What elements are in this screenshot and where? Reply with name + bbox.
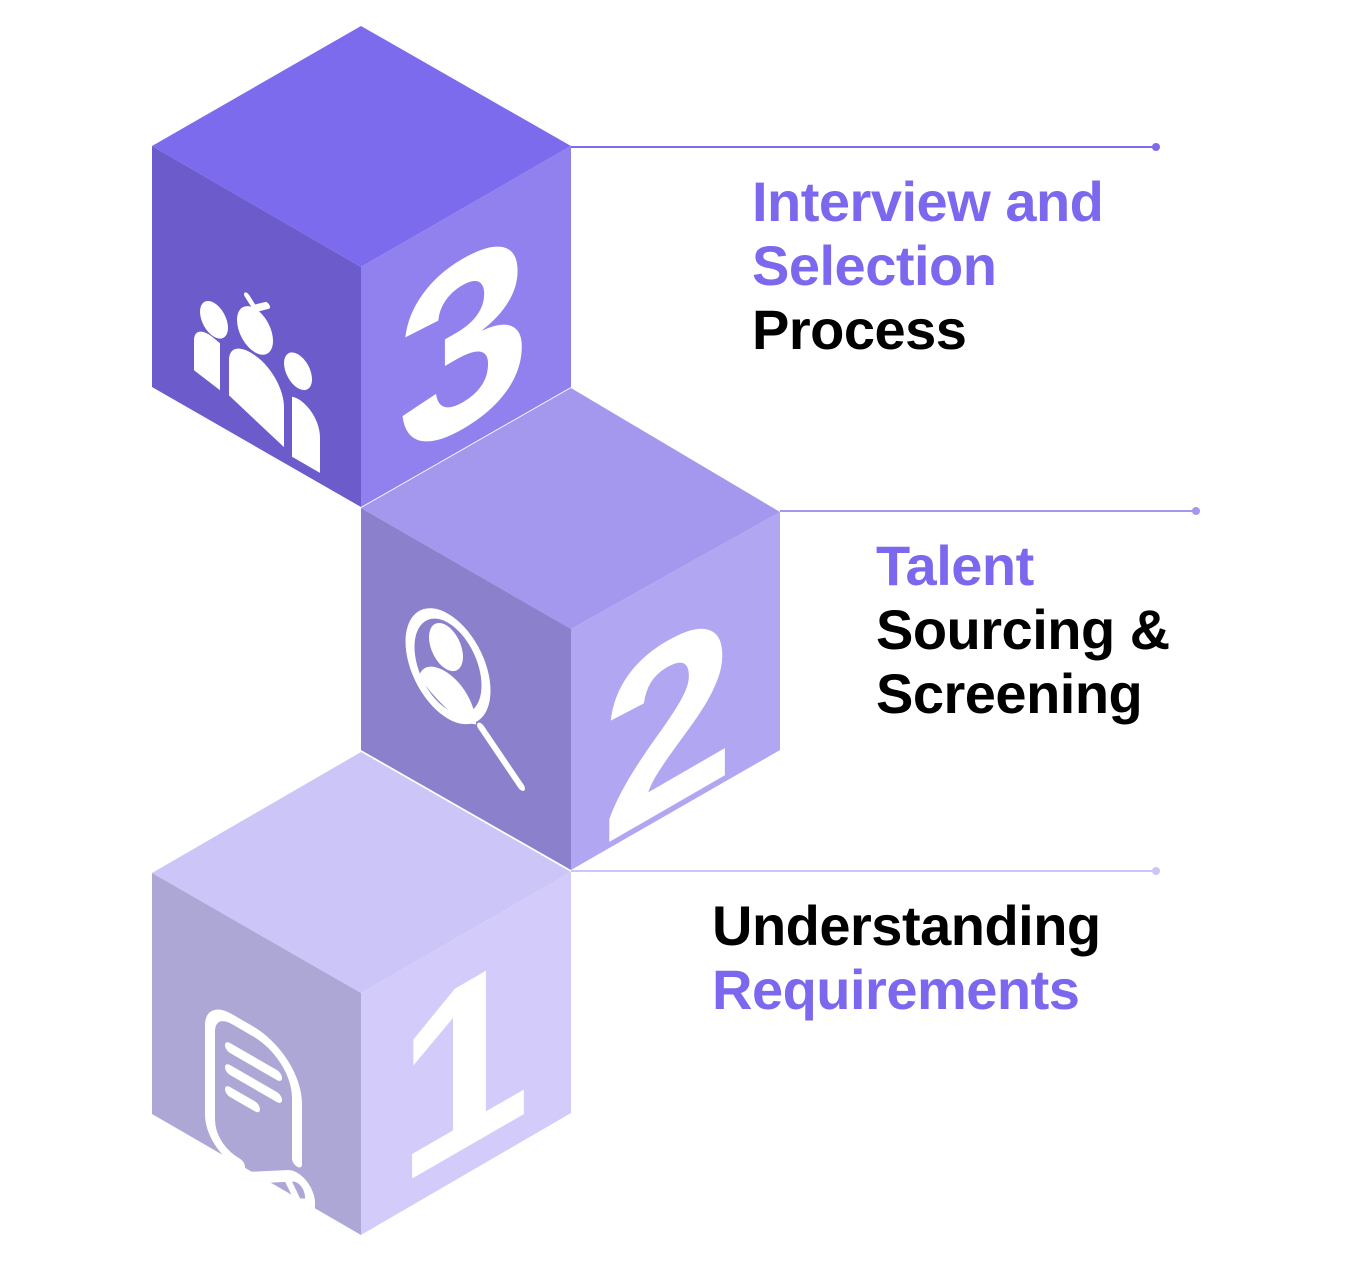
step-1-label: Understanding Requirements bbox=[712, 894, 1101, 1022]
document-edit-icon bbox=[205, 1009, 315, 1211]
cube-right-face bbox=[361, 872, 571, 1235]
label-line: Selection bbox=[752, 234, 997, 297]
search-person-icon bbox=[405, 608, 525, 791]
connector-dot bbox=[1152, 143, 1160, 151]
cube-left-face bbox=[152, 873, 361, 1235]
team-selection-icon bbox=[194, 292, 320, 473]
label-line: Screening bbox=[876, 662, 1143, 725]
label-line: Requirements bbox=[712, 958, 1080, 1021]
cube-step-2: 2 bbox=[361, 388, 780, 898]
cube-step-1: 1 bbox=[152, 752, 571, 1238]
label-line: Understanding bbox=[712, 894, 1101, 957]
label-line: Talent bbox=[876, 534, 1034, 597]
cube-right-face bbox=[361, 146, 571, 507]
step-3-label: Interview and Selection Process bbox=[752, 170, 1104, 362]
label-line: Sourcing & bbox=[876, 598, 1170, 661]
label-line: Process bbox=[752, 298, 967, 361]
cube-top-face bbox=[152, 26, 571, 267]
connector-step-2 bbox=[780, 507, 1200, 515]
connector-step-3 bbox=[571, 143, 1160, 151]
step-2-label: Talent Sourcing & Screening bbox=[876, 534, 1170, 726]
label-line: Interview and bbox=[752, 170, 1104, 233]
connector-dot bbox=[1192, 507, 1200, 515]
cube-top-face bbox=[152, 752, 571, 993]
connector-dot bbox=[1152, 867, 1160, 875]
cube-top-face bbox=[361, 388, 780, 629]
cube-right-face bbox=[571, 512, 780, 870]
connector-step-1 bbox=[571, 867, 1160, 875]
cube-step-3: 3 bbox=[152, 26, 571, 515]
